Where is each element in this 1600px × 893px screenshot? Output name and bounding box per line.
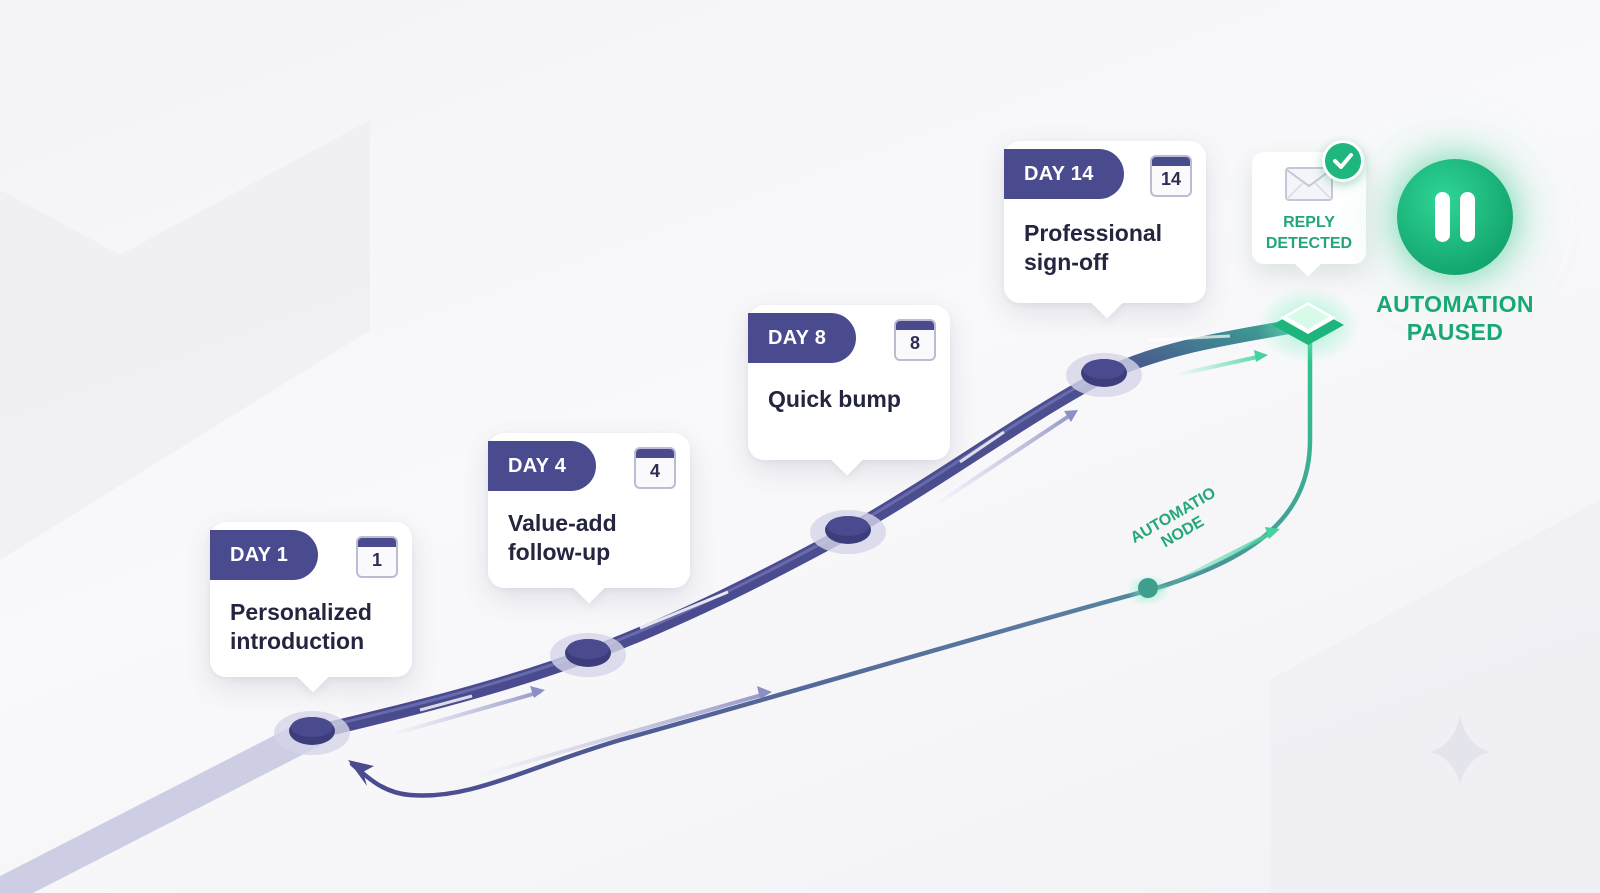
motion-arrow — [1174, 354, 1263, 377]
motion-arrow — [419, 694, 473, 712]
step-description: Quick bump — [768, 386, 901, 412]
motion-arrow — [469, 692, 766, 780]
background-panel — [1270, 500, 1600, 893]
step-card: DAY 4 4 Value-add follow-up — [488, 433, 690, 604]
step-node — [274, 711, 350, 755]
motion-arrow — [933, 412, 1074, 507]
motion-arrowhead — [1064, 410, 1078, 422]
calendar-number: 8 — [909, 333, 920, 353]
step-card: DAY 8 8 Quick bump — [748, 305, 950, 476]
step-node — [550, 633, 626, 677]
day-badge: DAY 8 — [748, 313, 857, 363]
motion-arrowhead — [1265, 527, 1280, 539]
day-badge: DAY 4 — [488, 441, 597, 491]
automation-paused-label: AUTOMATION PAUSED — [1376, 291, 1534, 345]
pause-button[interactable] — [1397, 159, 1513, 275]
calendar-icon: 14 — [1150, 155, 1192, 197]
calendar-number: 14 — [1160, 169, 1182, 189]
envelope-icon — [1285, 167, 1333, 201]
pause-icon — [1435, 192, 1450, 242]
automation-node — [1126, 574, 1170, 606]
motion-arrow — [639, 590, 729, 630]
step-description: Value-add follow-up — [508, 510, 617, 565]
step-card: DAY 1 1 Personalized introduction — [210, 522, 412, 693]
reply-endpoint-node — [1256, 287, 1360, 363]
day-badge: DAY 14 — [1004, 149, 1124, 199]
incoming-track — [0, 718, 327, 893]
calendar-number: 4 — [649, 461, 660, 481]
step-node — [1066, 353, 1142, 397]
calendar-icon: 8 — [894, 319, 936, 361]
background-panel — [0, 120, 370, 560]
calendar-icon: 4 — [634, 447, 676, 489]
timeline-highlight — [311, 370, 1105, 732]
loop-arrowhead-icon — [348, 760, 374, 786]
loop-back-path — [349, 325, 1313, 798]
step-description: Personalized introduction — [230, 599, 372, 654]
day-badge: DAY 1 — [210, 530, 319, 580]
calendar-icon: 1 — [356, 536, 398, 578]
motion-arrowhead — [1254, 350, 1268, 362]
motion-arrow — [959, 430, 1005, 464]
calendar-number: 1 — [371, 550, 382, 570]
reply-detected-label: REPLY DETECTED — [1265, 214, 1353, 252]
sparkle-icon — [1430, 715, 1490, 785]
motion-arrowhead — [530, 686, 545, 698]
motion-arrow — [1149, 334, 1231, 342]
motion-arrowhead — [757, 686, 772, 699]
step-card: DAY 14 14 Professional sign-off — [1004, 141, 1206, 319]
motion-arrow — [389, 690, 541, 737]
step-description: Professional sign-off — [1024, 220, 1163, 275]
step-node — [810, 510, 886, 554]
checkmark-icon — [1322, 140, 1364, 182]
pause-icon — [1460, 192, 1475, 242]
